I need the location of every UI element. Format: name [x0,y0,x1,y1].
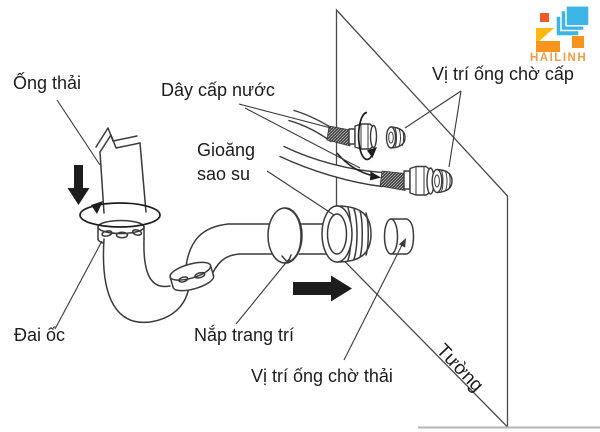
label-supply-hose: Dây cấp nước [161,80,275,100]
leader-supply-stub-a [404,90,462,129]
pipe-rotation-arrow-icon [79,201,161,228]
leader-nut [54,240,103,330]
drain-pipe [95,127,147,214]
leader-decorative-cap [235,258,290,325]
label-nut: Đai ốc [14,325,66,345]
swing-arrow-icon [336,152,381,181]
label-drain-pipe: Ống thải [13,73,82,93]
label-supply-stub-position: Vị trí ống chờ cấp [432,64,574,84]
logo-blue-stack-icon [555,5,590,37]
trap-flange [169,261,215,292]
leader-supply-stub-b [448,90,462,168]
right-arrow-icon [293,275,352,302]
label-gasket-line2: sao su [197,164,251,184]
label-gasket-line1: Gioăng [197,140,256,160]
supply-hose-2 [279,145,435,196]
label-gasket: Gioăng sao su [197,138,255,186]
leader-drain-pipe [56,99,101,166]
leader-drain-stub [343,238,406,361]
hose-braid-2 [379,170,406,191]
hailinh-logo-mark [536,5,590,52]
threaded-connector [321,205,372,263]
supply-stub-2 [431,168,453,194]
leader-supply-hose-a [238,103,332,129]
hose-braid-1 [326,125,351,147]
logo-l-shape-icon [536,13,584,52]
decorative-cap [267,207,303,264]
supply-hose-1 [288,109,378,150]
label-drain-stub-position: Vị trí ống chờ thải [251,366,393,386]
hose-rotation-arrow-icon [357,111,377,161]
supply-stub-1 [385,126,406,149]
leader-supply-hose-b [244,107,361,169]
p-trap [102,238,190,324]
drain-stub-cap [383,218,415,255]
down-arrow-icon [67,165,90,205]
hailinh-logo: HAILINH [528,5,598,67]
hose-nut-2 [403,165,435,196]
label-decorative-cap: Nắp trang trí [194,325,295,345]
leader-gasket [266,170,335,216]
hailinh-logo-wordmark: HAILINH [530,52,588,64]
